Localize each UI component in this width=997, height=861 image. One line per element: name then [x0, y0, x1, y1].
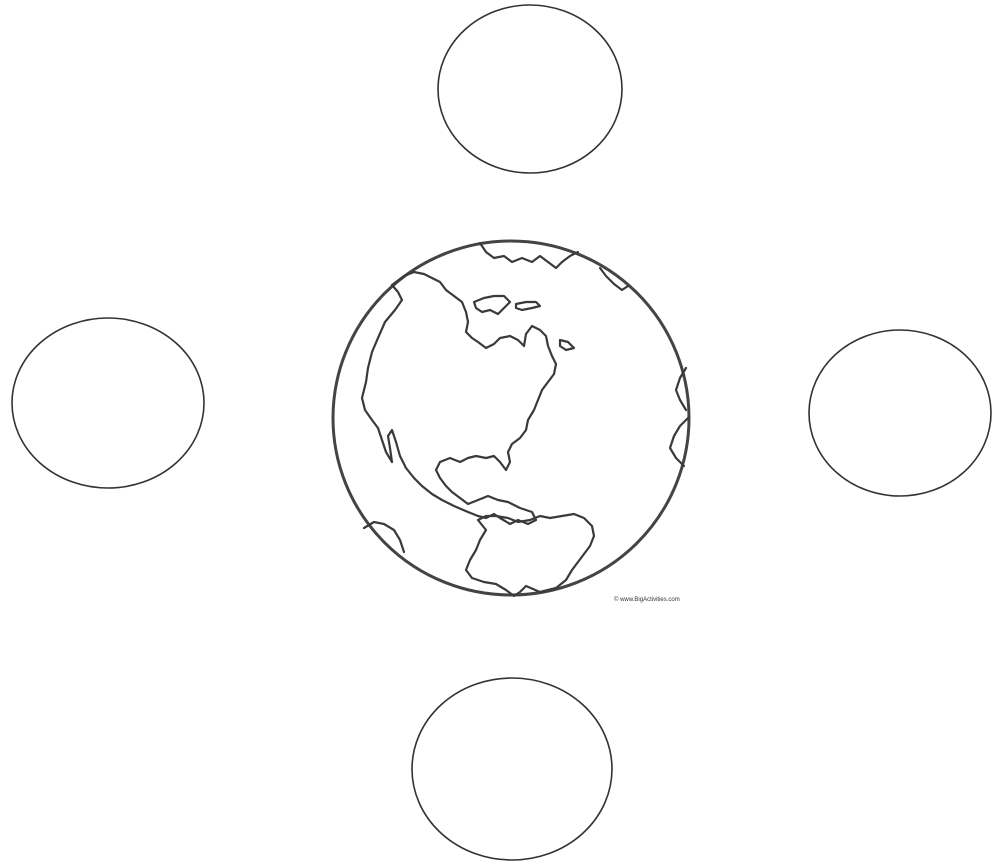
blank-circle-top [438, 5, 622, 173]
blank-circle-bottom [412, 678, 612, 860]
blank-circle-left [12, 318, 204, 488]
earth-outline [333, 241, 689, 595]
credit-text: © www.BigActivities.com [614, 596, 680, 603]
earth-globe-icon: © www.BigActivities.com [333, 241, 689, 603]
blank-circle-right [809, 330, 991, 496]
